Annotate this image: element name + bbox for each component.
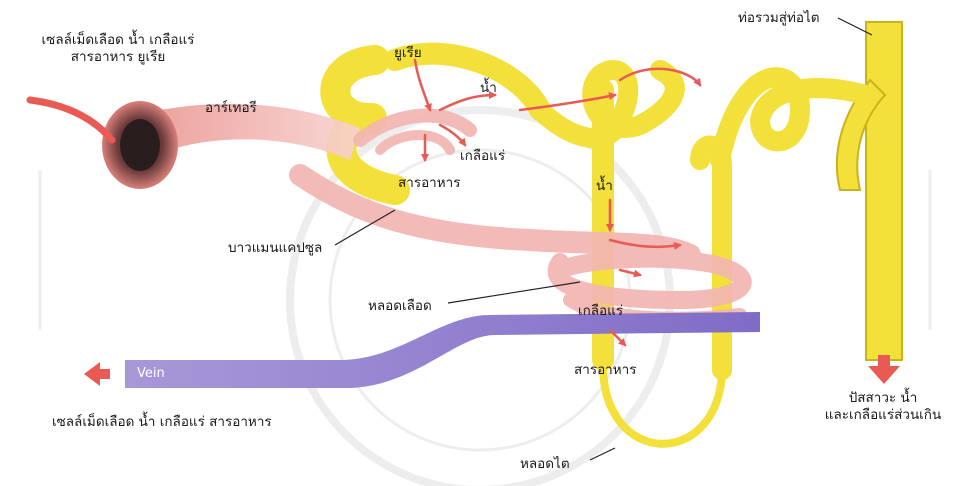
label-nutrient-bottom: สารอาหาร: [574, 362, 637, 379]
label-blood-in-line2: สารอาหาร ยูเรีย: [38, 49, 198, 66]
label-nutrient-top: สารอาหาร: [398, 175, 461, 192]
label-water-top: น้ำ: [480, 80, 497, 97]
label-salt-top: เกลือแร่: [460, 148, 505, 165]
label-blood-in: เซลล์เม็ดเลือด น้ำ เกลือแร่ สารอาหาร ยูเ…: [38, 32, 198, 66]
label-urine: ปัสสาวะ น้ำ และเกลือแร่ส่วนเกิน: [808, 390, 958, 424]
label-collecting-duct: ท่อรวมสู่ท่อไต: [738, 10, 820, 27]
label-urine-line1: ปัสสาวะ น้ำ: [808, 390, 958, 407]
label-vein: Vein: [137, 366, 165, 382]
label-blood-out: เซลล์เม็ดเลือด น้ำ เกลือแร่ สารอาหาร: [52, 414, 272, 431]
label-salt-bottom: เกลือแร่: [578, 303, 623, 320]
label-artery: อาร์เทอรี: [205, 100, 257, 117]
label-capillary: หลอดเลือด: [368, 298, 432, 315]
label-tubule: หลอดไต: [520, 456, 570, 473]
collecting-duct: [837, 22, 902, 360]
vein: [84, 312, 760, 388]
label-urea: ยูเรีย: [394, 45, 422, 62]
label-blood-in-line1: เซลล์เม็ดเลือด น้ำ เกลือแร่: [38, 32, 198, 49]
label-urine-line2: และเกลือแร่ส่วนเกิน: [808, 407, 958, 424]
label-water-tube: น้ำ: [596, 178, 613, 195]
label-bowman: บาวแมนแคปซูล: [228, 240, 322, 257]
